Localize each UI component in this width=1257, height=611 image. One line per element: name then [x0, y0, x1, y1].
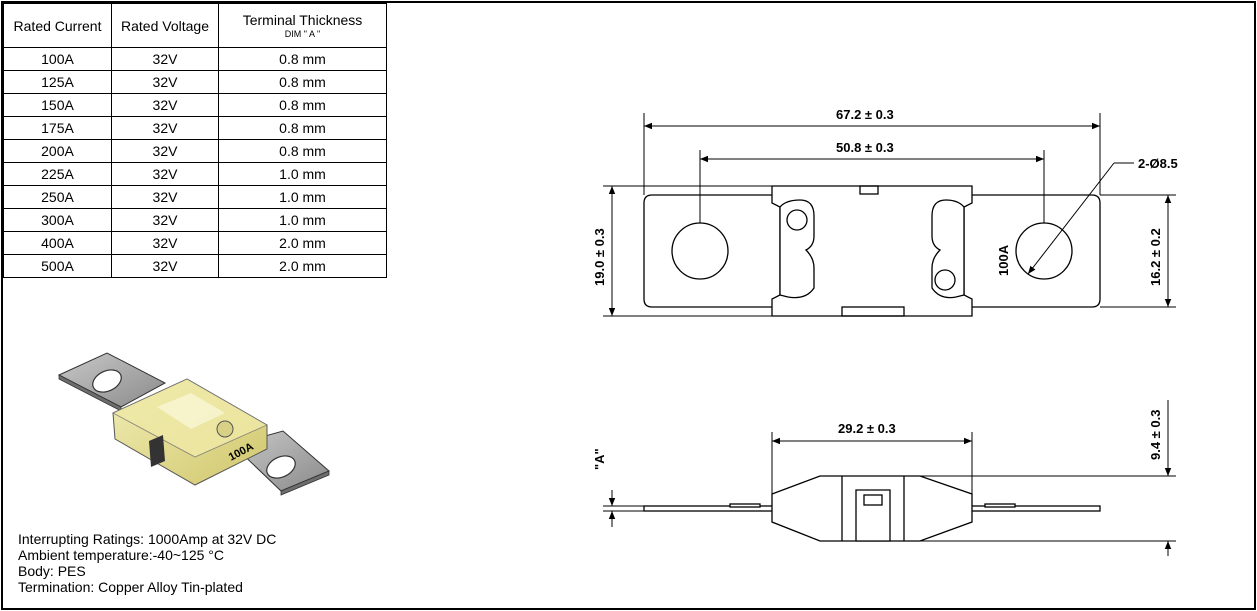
dim-hole-leader — [1027, 162, 1115, 275]
label-body-length: 29.2 ± 0.3 — [838, 421, 896, 436]
top-indicator — [859, 185, 879, 195]
note-interrupting: Interrupting Ratings: 1000Amp at 32V DC — [18, 531, 277, 547]
fuse-photo: 100A — [57, 352, 330, 496]
top-bottom-tab — [841, 306, 905, 317]
cell-terminal-thickness: 0.8 mm — [218, 93, 387, 117]
photo-right-terminal-edge — [280, 470, 330, 496]
note-ambient: Ambient temperature:-40~125 °C — [18, 547, 224, 563]
label-overall-length: 67.2 ± 0.3 — [836, 107, 894, 122]
label-terminal-width: 16.2 ± 0.2 — [1148, 228, 1163, 286]
note-termination: Termination: Copper Alloy Tin-plated — [18, 579, 243, 595]
cell-rated-current: 250A — [3, 185, 112, 209]
label-dim-a: "A" — [592, 448, 607, 470]
side-dimension-labels: 29.2 ± 0.3 9.4 ± 0.3 "A" — [592, 409, 1163, 470]
cell-rated-voltage: 32V — [111, 116, 219, 140]
top-left-terminal — [643, 194, 781, 308]
top-right-terminal — [963, 194, 1101, 308]
top-dimensions — [603, 113, 1176, 317]
top-dimension-labels: 67.2 ± 0.3 50.8 ± 0.3 2-Ø8.5 19.0 ± 0.3 … — [592, 107, 1178, 286]
header-dim-a: DIM " A " — [284, 29, 321, 39]
photo-fuse-slot — [149, 435, 165, 467]
header-terminal-thickness: Terminal Thickness DIM " A " — [218, 3, 387, 48]
cell-rated-voltage: 32V — [111, 231, 219, 255]
header-rated-voltage: Rated Voltage — [111, 3, 219, 48]
cell-rated-current: 300A — [3, 208, 112, 232]
cell-rated-voltage: 32V — [111, 93, 219, 117]
label-thickness: 9.4 ± 0.3 — [1148, 409, 1163, 460]
cell-rated-current: 200A — [3, 139, 112, 163]
note-body: Body: PES — [18, 563, 86, 579]
top-left-rivet — [786, 209, 808, 231]
cell-rated-current: 225A — [3, 162, 112, 186]
cell-terminal-thickness: 2.0 mm — [218, 254, 387, 278]
top-view — [643, 185, 1101, 317]
side-body-cap — [841, 476, 905, 541]
table-header-row: Rated Current Rated Voltage Terminal Thi… — [3, 3, 387, 48]
cell-rated-voltage: 32V — [111, 70, 219, 94]
cell-rated-voltage: 32V — [111, 254, 219, 278]
cell-rated-current: 500A — [3, 254, 112, 278]
header-terminal-thickness-label: Terminal Thickness — [242, 12, 363, 28]
cell-rated-current: 125A — [3, 70, 112, 94]
side-left-stub — [729, 503, 761, 508]
top-view-marking: 100A — [996, 244, 1011, 276]
label-hole-dia: 2-Ø8.5 — [1138, 156, 1178, 171]
side-view — [643, 475, 1101, 542]
photo-fuse-window — [157, 393, 225, 429]
side-body-tab — [863, 494, 883, 506]
cell-rated-current: 150A — [3, 93, 112, 117]
side-right-stub — [984, 503, 1016, 508]
label-body-height: 19.0 ± 0.3 — [592, 228, 607, 286]
rating-table: Rated Current Rated Voltage Terminal Thi… — [3, 3, 387, 278]
spec-notes: Interrupting Ratings: 1000Amp at 32V DC … — [18, 531, 276, 595]
photo-left-hole — [92, 369, 122, 393]
label-hole-spacing: 50.8 ± 0.3 — [836, 140, 894, 155]
side-dimensions — [603, 400, 1176, 556]
top-right-rivet — [934, 269, 956, 291]
top-left-notch — [779, 199, 815, 299]
photo-right-hole — [266, 455, 296, 479]
cell-rated-voltage: 32V — [111, 162, 219, 186]
cell-rated-current: 100A — [3, 47, 112, 71]
top-right-notch — [931, 199, 965, 299]
photo-fuse-tab — [216, 420, 234, 438]
cell-rated-voltage: 32V — [111, 139, 219, 163]
top-fuse-marking: 100A — [996, 244, 1011, 276]
